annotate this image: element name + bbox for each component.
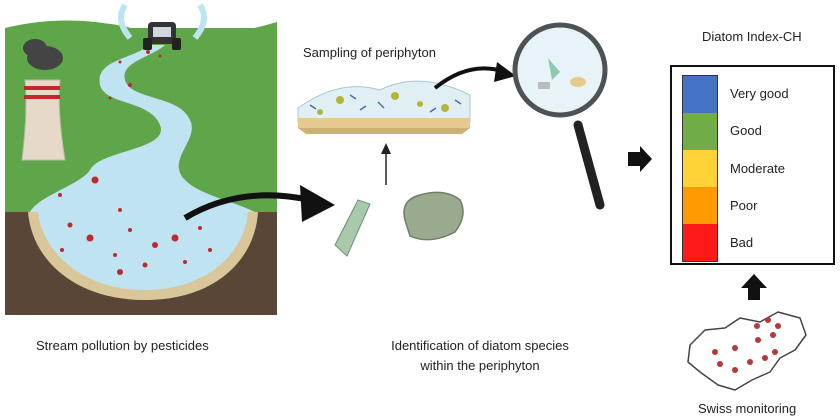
magnifier-icon	[512, 22, 608, 210]
sampling-label: Sampling of periphyton	[303, 45, 436, 60]
stone-icon	[403, 191, 464, 241]
legend-label-1: Good	[730, 123, 762, 139]
index-title: Diatom Index-CH	[702, 29, 802, 44]
flow-arrow-1	[183, 192, 311, 221]
tractor-icon	[118, 3, 207, 50]
legend-color-bar	[682, 75, 718, 262]
legend-swatch-4	[683, 224, 717, 261]
factory-icon	[21, 39, 66, 161]
legend-swatch-1	[683, 113, 717, 150]
swiss-monitoring-label: Swiss monitoring	[698, 401, 797, 416]
legend-label-3: Poor	[730, 197, 758, 213]
microscope-slide-icon	[334, 199, 371, 257]
flow-arrow-2	[628, 146, 652, 172]
landscape-panel	[5, 2, 335, 315]
legend-swatch-0	[683, 76, 717, 113]
pond-water	[38, 212, 248, 290]
legend-label-4: Bad	[730, 235, 754, 251]
identification-line-2: within the periphyton	[420, 358, 540, 373]
identification-line-1: Identification of diatom species	[391, 338, 569, 353]
river	[30, 45, 255, 212]
legend-swatch-2	[683, 150, 717, 187]
pesticide-dots	[58, 50, 212, 275]
legend-label-0: Very good	[730, 85, 789, 101]
stream-pollution-label: Stream pollution by pesticides	[36, 338, 209, 353]
legend-label-2: Moderate	[730, 160, 785, 176]
identification-label: Identification of diatom species within …	[350, 336, 610, 376]
periphyton-sample	[297, 62, 516, 185]
legend-swatch-3	[683, 187, 717, 224]
switzerland-map-icon	[687, 311, 807, 391]
flow-arrow-3	[741, 274, 767, 300]
